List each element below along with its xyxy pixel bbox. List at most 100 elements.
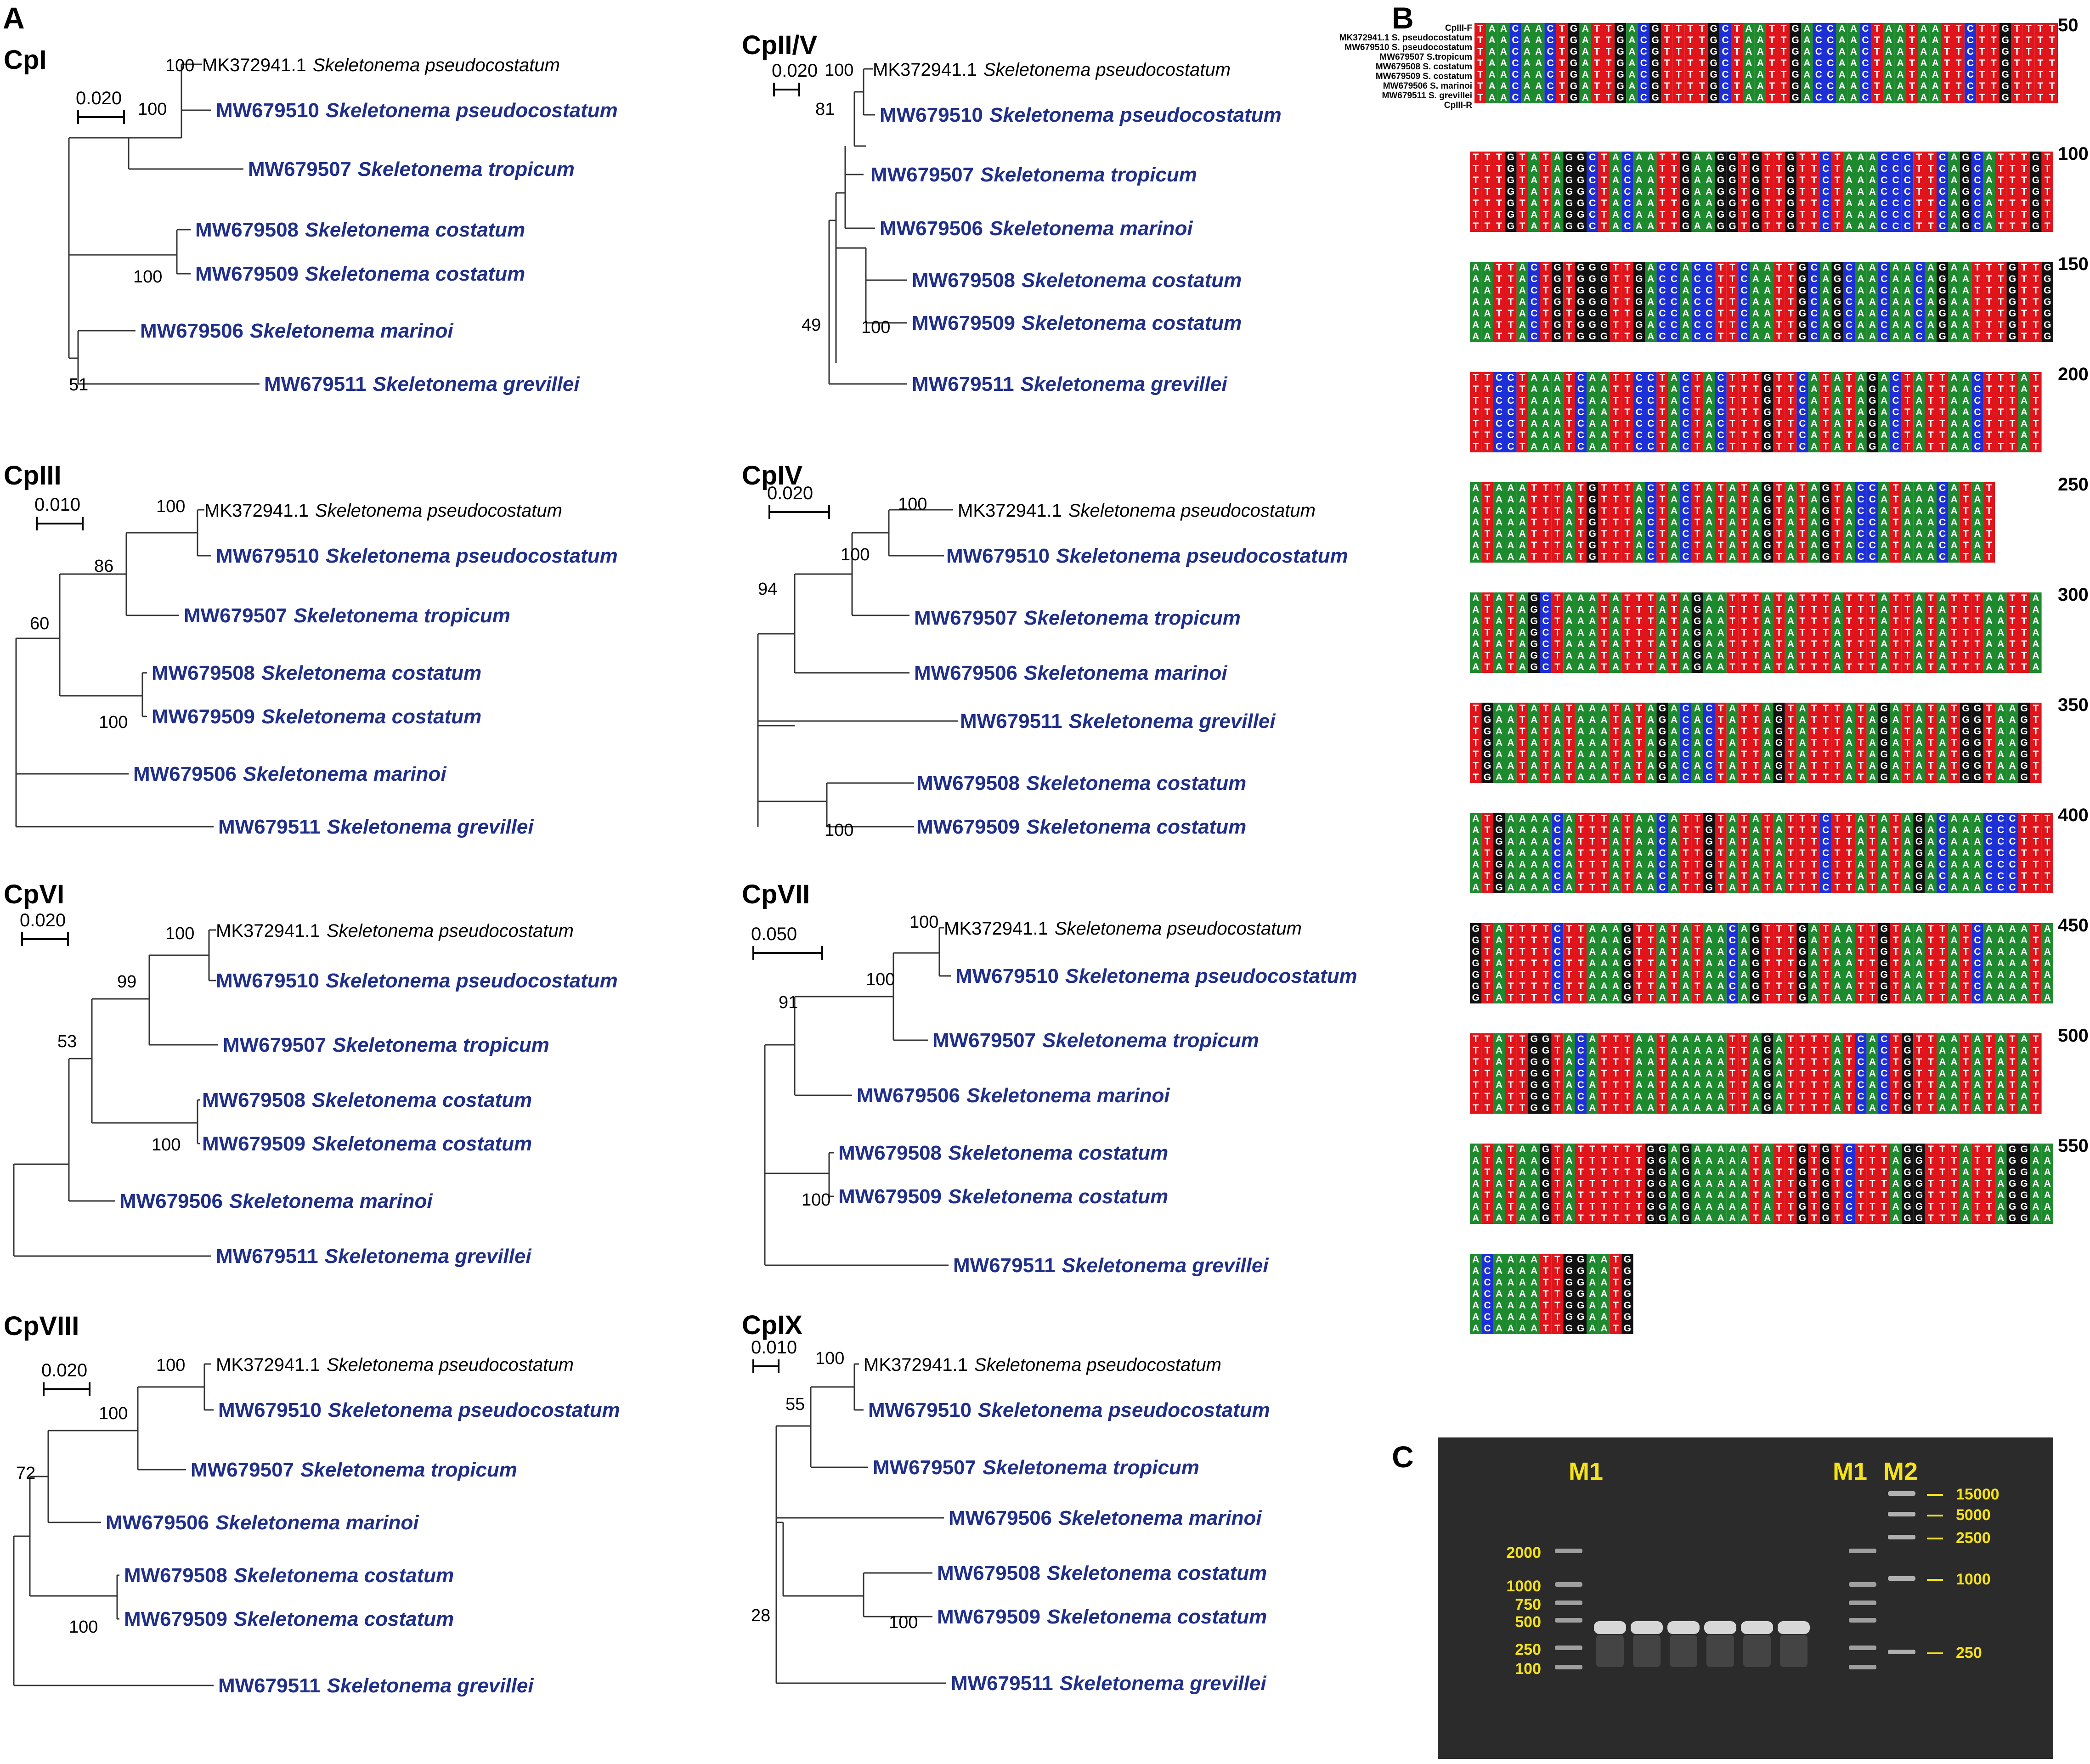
nt-letter: C <box>1722 58 1729 68</box>
nt-letter: G <box>1764 506 1771 516</box>
nt-letter: C <box>1542 639 1549 649</box>
nt-letter: G <box>1764 430 1771 440</box>
nt-letter: A <box>1601 372 1608 383</box>
nt-letter: C <box>1967 46 1974 57</box>
nt-letter: C <box>1717 418 1724 429</box>
nt-letter: A <box>1951 517 1958 528</box>
nt-letter: T <box>1858 604 1864 615</box>
nt-letter: A <box>1500 69 1507 80</box>
nt-letter: C <box>1892 384 1899 395</box>
nt-letter: T <box>1566 407 1572 417</box>
nt-letter: A <box>1582 58 1589 68</box>
nt-letter: T <box>1485 662 1491 672</box>
nt-letter: T <box>1998 297 2004 307</box>
nt-letter: A <box>1846 163 1853 174</box>
nt-letter: A <box>1915 517 1922 528</box>
nt-letter: T <box>1624 517 1630 528</box>
nt-letter: A <box>1589 407 1596 417</box>
nt-letter: A <box>1881 616 1887 626</box>
nt-letter: T <box>1729 662 1735 672</box>
nt-letter: T <box>1769 58 1775 68</box>
nt-letter: A <box>1962 407 1969 417</box>
alignment-row-label: MW679510 S. pseudocostatum <box>1344 43 1472 52</box>
nt-letter: A <box>1846 198 1853 209</box>
nt-letter: A <box>1857 186 1864 197</box>
nt-letter: T <box>1986 540 1992 551</box>
nt-letter: T <box>1695 372 1700 383</box>
nt-letter: T <box>1811 175 1817 186</box>
nt-cell <box>1801 23 1813 34</box>
nt-letter: T <box>1671 604 1677 615</box>
nt-letter: A <box>1846 517 1853 528</box>
nt-letter: C <box>1939 494 1946 505</box>
alignment-position: 150 <box>2058 254 2089 274</box>
nt-letter: T <box>1695 506 1700 516</box>
nt-letter: A <box>2021 395 2028 406</box>
nt-letter: A <box>1962 331 1969 342</box>
nt-letter: A <box>1881 430 1887 440</box>
nt-letter: G <box>1710 69 1717 80</box>
nt-letter: A <box>1647 285 1654 296</box>
nt-letter: A <box>1524 35 1531 45</box>
nt-letter: A <box>1927 297 1934 307</box>
bootstrap-value: 100 <box>156 497 185 516</box>
nt-letter: C <box>1682 552 1689 562</box>
nt-letter: T <box>1928 198 1934 209</box>
nt-letter: T <box>1951 650 1957 661</box>
nt-letter: A <box>1582 81 1589 91</box>
scale-bar <box>752 946 823 960</box>
nt-letter: G <box>2020 749 2028 760</box>
nt-letter: A <box>1500 23 1507 34</box>
nt-letter: A <box>1612 163 1619 174</box>
nt-letter: A <box>1962 274 1969 284</box>
nt-letter: G <box>1565 186 1573 197</box>
nt-letter: A <box>1729 703 1736 714</box>
nt-letter: A <box>1764 627 1771 638</box>
nt-letter: G <box>1531 616 1538 626</box>
nt-cell <box>1684 23 1696 34</box>
nt-letter: T <box>1671 221 1677 231</box>
nt-letter: T <box>1718 529 1724 539</box>
nt-letter: T <box>1554 593 1560 603</box>
nt-letter: C <box>1799 384 1806 395</box>
nt-cell <box>1743 34 1755 46</box>
nt-letter: G <box>1577 274 1584 284</box>
nt-letter: T <box>1776 297 1782 307</box>
nt-letter: C <box>1706 726 1712 737</box>
nt-letter: T <box>1559 35 1565 45</box>
nt-letter: A <box>1915 430 1922 440</box>
nt-letter: T <box>1811 738 1817 748</box>
nt-letter: C <box>1547 69 1554 80</box>
nt-letter: A <box>1647 262 1654 273</box>
nt-letter: A <box>1932 46 1939 57</box>
nt-letter: G <box>2044 320 2051 330</box>
nt-cell <box>1568 34 1580 46</box>
nt-letter: G <box>1939 262 1946 273</box>
nt-cell <box>1906 23 1918 34</box>
nt-letter: A <box>1811 372 1818 383</box>
nt-letter: A <box>1706 483 1712 493</box>
nt-letter: A <box>1752 274 1759 284</box>
nt-letter: T <box>1559 46 1565 57</box>
nt-letter: A <box>1915 749 1922 760</box>
nt-letter: T <box>1764 221 1770 231</box>
nt-letter: T <box>1835 703 1841 714</box>
nt-letter: T <box>1741 483 1747 493</box>
leaf-accession: MW679506 <box>133 763 237 785</box>
nt-letter: G <box>1570 92 1577 103</box>
nt-cell <box>1894 23 1906 34</box>
nt-letter: G <box>1962 738 1969 748</box>
nt-letter: A <box>1647 209 1654 220</box>
nt-letter: T <box>1531 529 1537 539</box>
nt-letter: A <box>1472 262 1479 273</box>
nt-letter: A <box>1920 23 1927 34</box>
nt-letter: T <box>1601 639 1607 649</box>
nt-letter: G <box>1764 483 1771 493</box>
nt-cell <box>1789 23 1802 34</box>
nt-letter: T <box>1606 58 1612 68</box>
nt-letter: T <box>1741 163 1747 174</box>
nt-letter: T <box>1788 738 1794 748</box>
